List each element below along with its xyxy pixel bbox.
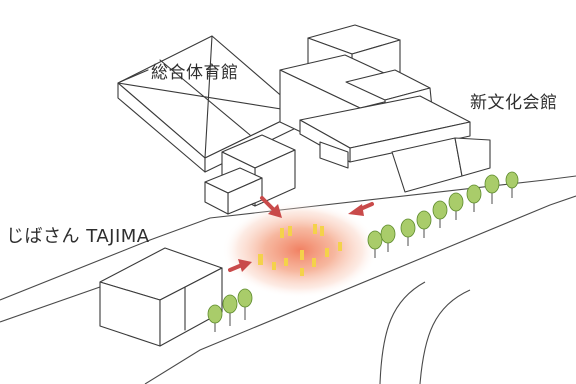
gymnasium-label: 総合体育館 [151,63,239,83]
tree-icon [207,171,519,332]
roads [0,175,576,384]
side-road-left [379,281,426,384]
arrow-icon [228,196,374,272]
jibasan-label: じばさん TAJIMA [6,226,150,247]
side-road-right [419,289,471,384]
culture-hall-label: 新文化会館 [470,93,558,113]
gymnasium-building [117,35,301,215]
culture-hall-building [279,24,491,193]
gym-leader-line [119,69,149,83]
jibasan-building [99,247,223,347]
road-edge-upper [0,175,576,301]
arrow-from-jibasan [228,263,244,272]
arrow-from-gym [260,196,276,212]
road-edge-lower [144,195,576,384]
person-icon [258,224,342,276]
